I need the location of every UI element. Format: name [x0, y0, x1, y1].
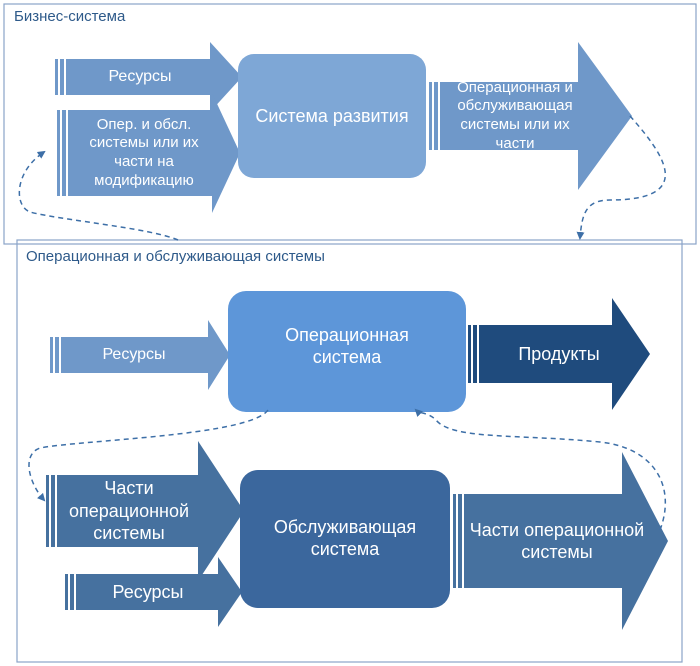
business-system-frame — [3, 3, 697, 245]
bs-modification-label: Опер. и обсл. системы или их части на мо… — [89, 115, 199, 189]
business-system-title: Бизнес-система — [14, 8, 126, 25]
development-system-label: Система развития — [255, 105, 409, 126]
connector-output-to-lower-frame — [576, 115, 667, 240]
op-resources-arrow — [50, 320, 230, 390]
bs-resources-arrow — [55, 42, 242, 112]
operational-service-frame — [16, 239, 683, 663]
svc-parts-input-label: Части операционной системы — [68, 478, 190, 544]
service-system-box — [240, 470, 450, 608]
operational-system-box — [228, 291, 466, 412]
svc-resources-arrow — [65, 557, 242, 627]
bs-output-label: Операционная и обслуживающая системы или… — [457, 78, 573, 152]
svc-resources-label: Ресурсы — [112, 581, 184, 602]
svc-output-label: Части операционной системы — [469, 519, 645, 563]
connector-parts-to-operational — [414, 408, 667, 531]
op-resources-label: Ресурсы — [102, 346, 166, 363]
svc-output-arrow — [453, 452, 668, 630]
bs-modification-arrow — [57, 93, 240, 213]
bs-output-arrow — [429, 42, 632, 190]
development-system-box — [238, 54, 426, 178]
bs-resources-label: Ресурсы — [108, 68, 172, 85]
connector-operational-to-parts — [28, 409, 269, 502]
products-label: Продукты — [518, 343, 600, 364]
operational-service-title: Операционная и обслуживающая системы — [26, 248, 325, 265]
service-system-label: Обслуживающая система — [273, 516, 417, 560]
connector-frame-to-modification — [18, 150, 179, 241]
products-arrow — [468, 298, 650, 410]
operational-system-label: Операционная система — [285, 324, 409, 368]
svc-parts-input-arrow — [46, 441, 244, 581]
